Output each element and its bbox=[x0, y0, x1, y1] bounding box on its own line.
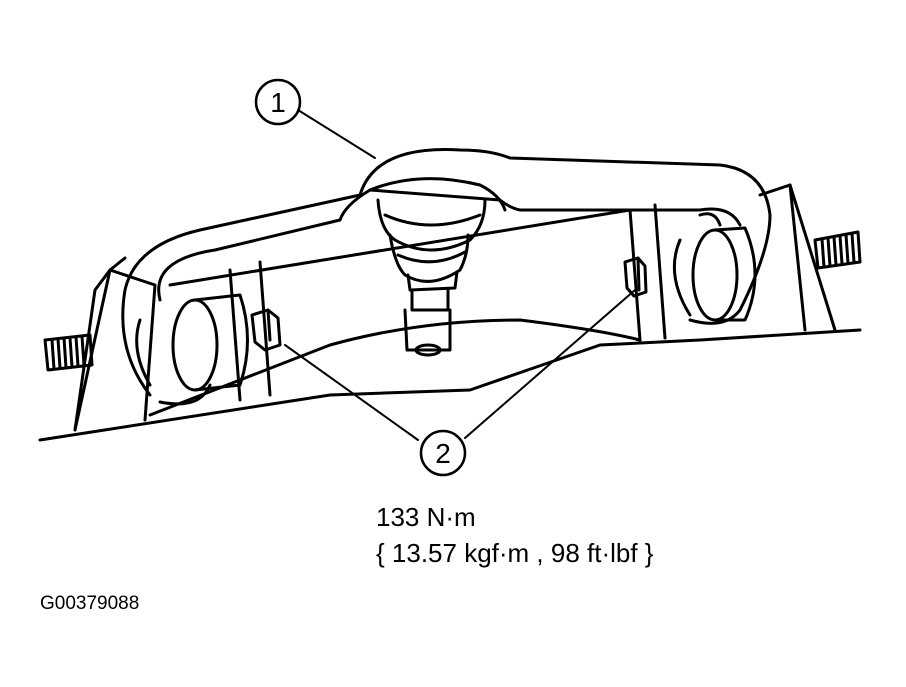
ball-joint bbox=[368, 177, 507, 357]
chassis-base-lower bbox=[148, 318, 642, 417]
right-mounting-bracket bbox=[628, 183, 837, 342]
leader-line-2-right bbox=[464, 289, 636, 439]
left-pivot-bolt bbox=[250, 308, 282, 352]
chassis-base bbox=[38, 328, 862, 442]
callout-number-1: 1 bbox=[270, 87, 286, 118]
upper-control-arm bbox=[121, 148, 772, 406]
callout-circle-2 bbox=[419, 429, 467, 477]
left-threaded-stud bbox=[43, 333, 94, 372]
torque-spec-conversions: { 13.57 kgf·m , 98 ft·lbf } bbox=[376, 538, 654, 568]
callout-circle-1 bbox=[254, 78, 302, 126]
leader-line-1 bbox=[297, 109, 376, 159]
right-pivot-bolt bbox=[623, 256, 648, 298]
figure-id: G00379088 bbox=[40, 593, 140, 614]
right-threaded-stud bbox=[813, 230, 862, 270]
callout-number-2: 2 bbox=[435, 438, 451, 469]
leader-line-2-left bbox=[284, 344, 419, 441]
torque-spec-primary: 133 N·m bbox=[376, 502, 476, 532]
left-bushing bbox=[135, 293, 249, 392]
